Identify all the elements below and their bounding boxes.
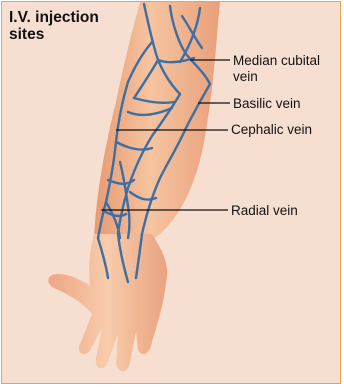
label-median-cubital-line-1: Median cubital: [233, 53, 320, 68]
figure-title: I.V. injection sites: [9, 9, 99, 43]
figure-frame: I.V. injection sites Median cubital vein…: [1, 1, 341, 384]
hand-skin: [48, 234, 167, 371]
label-median-cubital-vein: Median cubital vein: [233, 53, 320, 85]
figure-title-line-2: sites: [9, 26, 99, 43]
figure-title-line-1: I.V. injection: [9, 9, 99, 26]
forearm-skin: [94, 2, 220, 240]
label-radial-vein: Radial vein: [231, 203, 298, 219]
label-cephalic-vein: Cephalic vein: [231, 122, 312, 138]
label-basilic-vein: Basilic vein: [233, 96, 301, 112]
label-median-cubital-line-2: vein: [233, 69, 258, 84]
